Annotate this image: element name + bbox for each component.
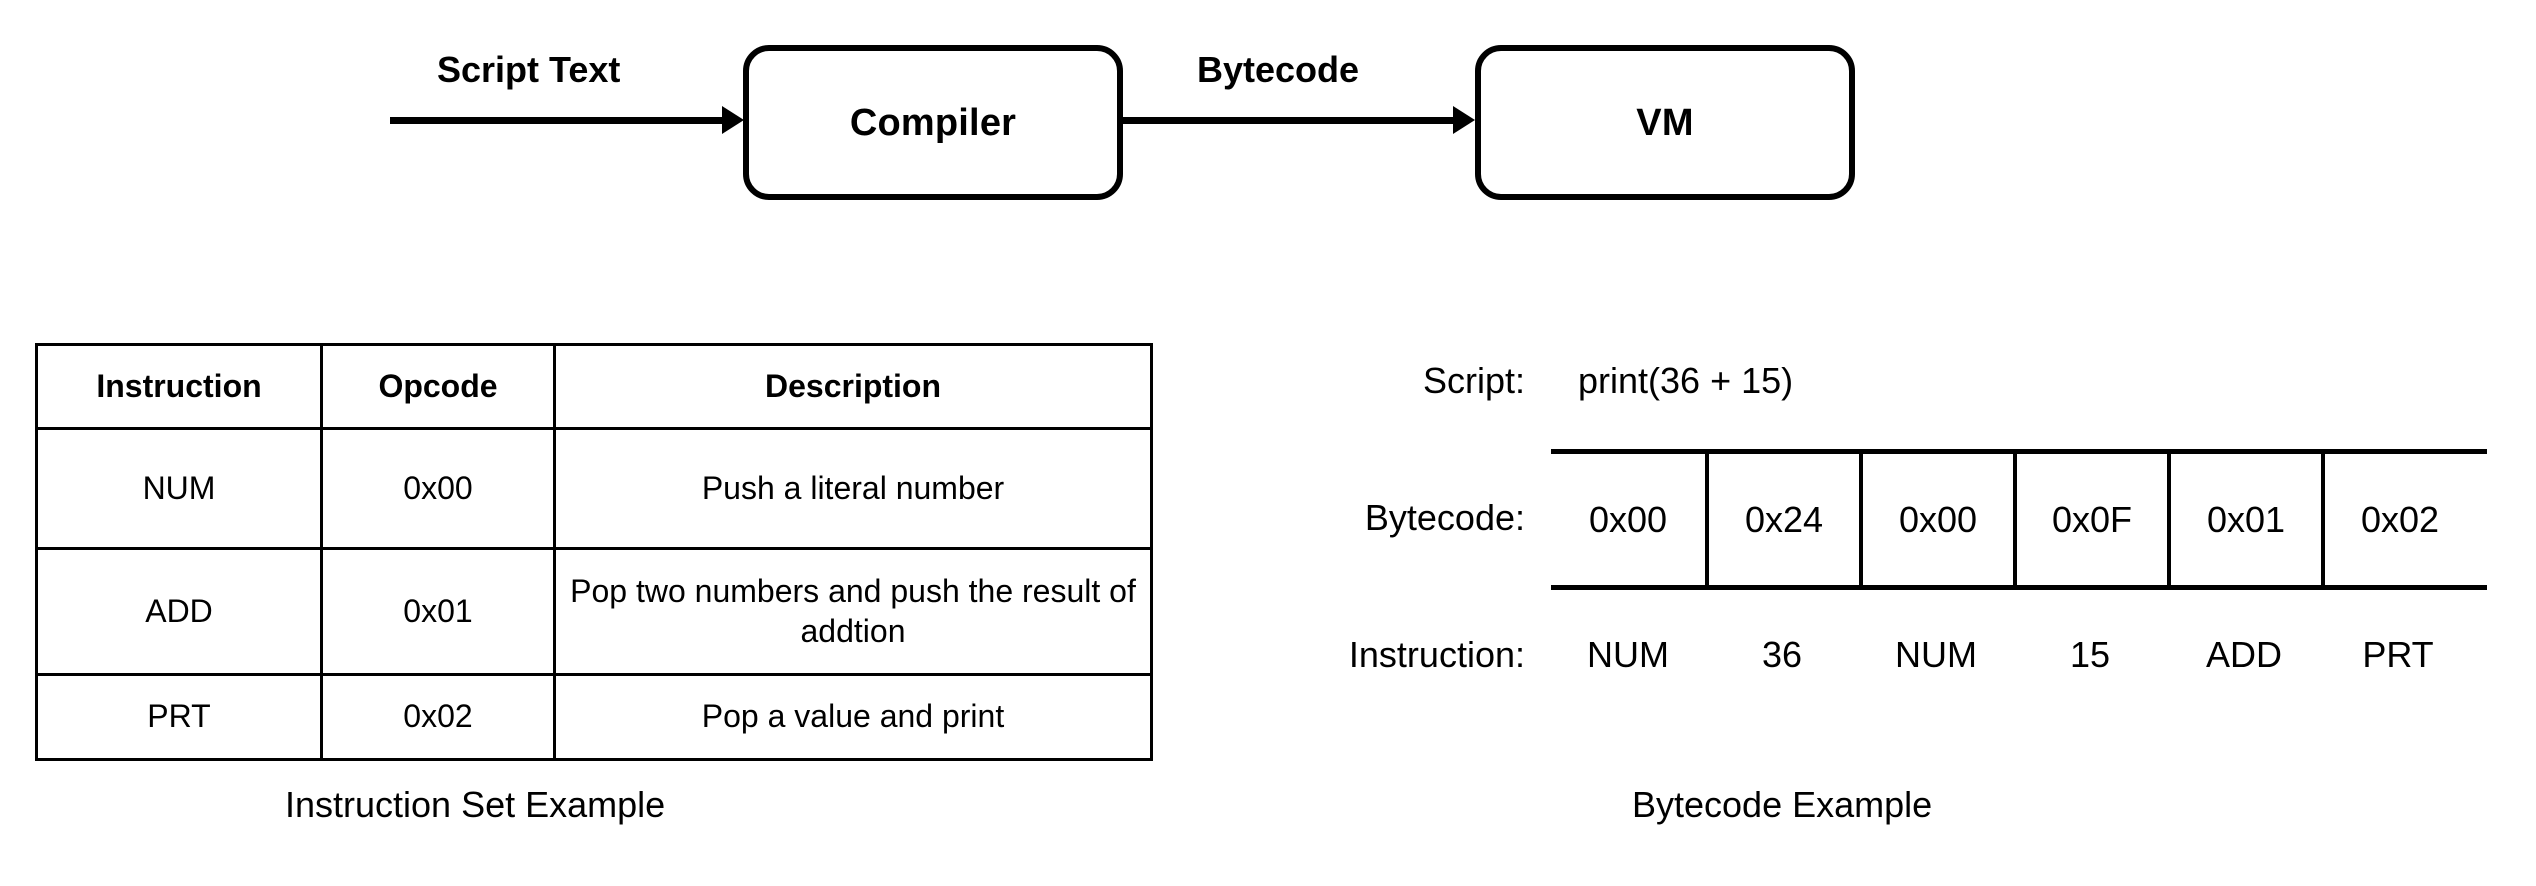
vm-box: VM — [1475, 45, 1855, 200]
cell-opcode: 0x00 — [320, 427, 556, 550]
bytecode-cell: 0x01 — [2167, 454, 2321, 585]
cell-instruction: ADD — [35, 547, 323, 676]
cell-opcode: 0x02 — [320, 673, 556, 761]
table-row: PRT 0x02 Pop a value and print — [35, 673, 1153, 761]
bytecode-row-label: Bytecode: — [1364, 497, 1525, 538]
bytecode-cell: 0x02 — [2321, 454, 2475, 585]
instruction-set-section: Instruction Opcode Description NUM 0x00 … — [35, 343, 1153, 761]
instruction-token: NUM — [1895, 634, 1977, 675]
bytecode-strip-top-rule — [1551, 449, 2487, 454]
cell-instruction: NUM — [35, 427, 323, 550]
vm-box-label: VM — [1636, 101, 1694, 144]
instruction-row-label: Instruction: — [1348, 634, 1525, 675]
instruction-token: PRT — [2362, 634, 2434, 675]
cell-instruction: PRT — [35, 673, 323, 761]
instruction-set-table: Instruction Opcode Description NUM 0x00 … — [35, 343, 1153, 761]
table-row: ADD 0x01 Pop two numbers and push the re… — [35, 547, 1153, 676]
instruction-set-caption: Instruction Set Example — [285, 784, 666, 825]
cell-description: Pop two numbers and push the result of a… — [553, 547, 1153, 676]
table-header-row: Instruction Opcode Description — [35, 343, 1153, 430]
decoded-instruction-row: NUM 36 NUM 15 ADD PRT — [1551, 637, 2487, 681]
instruction-token: 15 — [2069, 634, 2111, 675]
column-header-opcode: Opcode — [320, 343, 556, 430]
bytecode-cell: 0x24 — [1705, 454, 1859, 585]
compiler-vm-flow-diagram: Script Text Compiler Bytecode VM — [0, 0, 2536, 230]
script-row-label: Script: — [1422, 360, 1525, 401]
bytecode-arrow-head-icon — [1453, 106, 1475, 134]
bytecode-arrow-line — [1123, 117, 1455, 124]
cell-opcode: 0x01 — [320, 547, 556, 676]
compiler-box: Compiler — [743, 45, 1123, 200]
column-header-description: Description — [553, 343, 1153, 430]
bytecode-cell: 0x0F — [2013, 454, 2167, 585]
script-source-value: print(36 + 15) — [1578, 360, 1794, 401]
cell-description: Push a literal number — [553, 427, 1153, 550]
instruction-token: ADD — [2205, 634, 2282, 675]
instruction-token: NUM — [1587, 634, 1669, 675]
script-text-arrow-line — [390, 117, 724, 124]
bytecode-cell: 0x00 — [1588, 498, 1668, 540]
cell-description: Pop a value and print — [553, 673, 1153, 761]
bytecode-cell: 0x00 — [1859, 454, 2013, 585]
compiler-box-label: Compiler — [849, 101, 1017, 144]
script-text-arrow-label: Script Text — [437, 49, 621, 90]
bytecode-example-caption: Bytecode Example — [1632, 784, 1933, 825]
instruction-token: 36 — [1761, 634, 1803, 675]
bytecode-arrow-label: Bytecode — [1197, 49, 1360, 90]
bytecode-strip-bottom-rule — [1551, 585, 2487, 590]
bytecode-byte-strip: 0x00 0x24 0x00 0x0F 0x01 0x02 — [1551, 449, 2487, 590]
column-header-instruction: Instruction — [35, 343, 323, 430]
script-text-arrow-head-icon — [722, 106, 744, 134]
table-row: NUM 0x00 Push a literal number — [35, 427, 1153, 550]
